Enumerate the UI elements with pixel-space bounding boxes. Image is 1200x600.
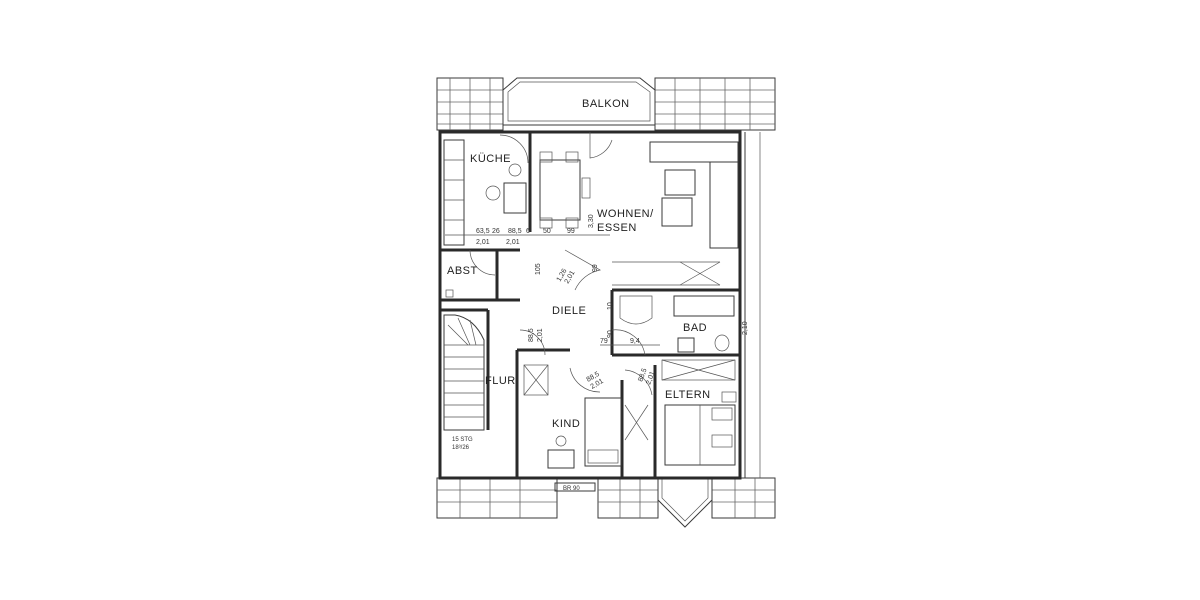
dim-63-5: 63,5 bbox=[476, 228, 490, 235]
storage: ABST bbox=[445, 249, 496, 298]
dim-2-01-a: 2,01 bbox=[476, 239, 490, 246]
dim-6: 6 bbox=[526, 228, 530, 235]
roof-hatch-top bbox=[436, 77, 776, 131]
dim-3-30: 3,30 bbox=[588, 214, 595, 228]
dim-50: 50 bbox=[543, 228, 551, 235]
room-label-wohnen: WOHNEN/ bbox=[597, 208, 654, 220]
stairwell: 15 STG 18³/26 FLUR bbox=[443, 314, 516, 451]
dim-105: 105 bbox=[535, 263, 542, 275]
dimension-annotations: 63,5 26 88,5 6 2,01 2,01 50 99 3,30 105 … bbox=[445, 214, 749, 492]
parents-room: ELTERN bbox=[624, 359, 737, 466]
dim-88-5-a: 88,5 bbox=[508, 228, 522, 235]
dim-99: 99 bbox=[567, 228, 575, 235]
stair-note-2: 18³/26 bbox=[452, 445, 470, 451]
child-room: KIND bbox=[523, 364, 649, 469]
dim-2-01-b: 2,01 bbox=[506, 239, 520, 246]
dim-br-90: BR 90 bbox=[563, 486, 580, 492]
dim-10: 10 bbox=[607, 302, 614, 310]
room-label-essen: ESSEN bbox=[597, 222, 637, 234]
room-label-kind: KIND bbox=[552, 418, 580, 430]
bathroom: BAD bbox=[611, 295, 735, 356]
dim-88-5-d: 88,5 bbox=[637, 367, 648, 382]
dim-79: 79 bbox=[600, 338, 608, 345]
kitchen: KÜCHE bbox=[443, 134, 529, 246]
room-label-flur: FLUR bbox=[485, 375, 516, 387]
room-label-balkon: BALKON bbox=[582, 98, 630, 110]
dim-2-10: 2,10 bbox=[742, 321, 749, 335]
room-label-diele: DIELE bbox=[552, 305, 586, 317]
dim-9-4: 9,4 bbox=[630, 338, 640, 345]
balcony: BALKON bbox=[502, 77, 656, 126]
hallway: DIELE bbox=[519, 249, 601, 356]
room-label-kueche: KÜCHE bbox=[470, 153, 511, 165]
roof-hatch-bottom bbox=[436, 477, 776, 528]
interior-walls bbox=[440, 132, 740, 478]
dim-26: 26 bbox=[492, 228, 500, 235]
living-dining: WOHNEN/ ESSEN bbox=[539, 132, 739, 286]
room-label-bad: BAD bbox=[683, 322, 707, 334]
dim-99b: 99 bbox=[592, 264, 599, 272]
room-label-eltern: ELTERN bbox=[665, 389, 711, 401]
dim-2-01-d: 2,01 bbox=[537, 328, 544, 342]
stair-note-1: 15 STG bbox=[452, 437, 473, 443]
dim-90: 90 bbox=[607, 330, 614, 338]
dim-2-01-f: 2,01 bbox=[645, 370, 656, 385]
dim-88-5-b: 88,5 bbox=[528, 328, 535, 342]
room-label-abst: ABST bbox=[447, 265, 478, 277]
